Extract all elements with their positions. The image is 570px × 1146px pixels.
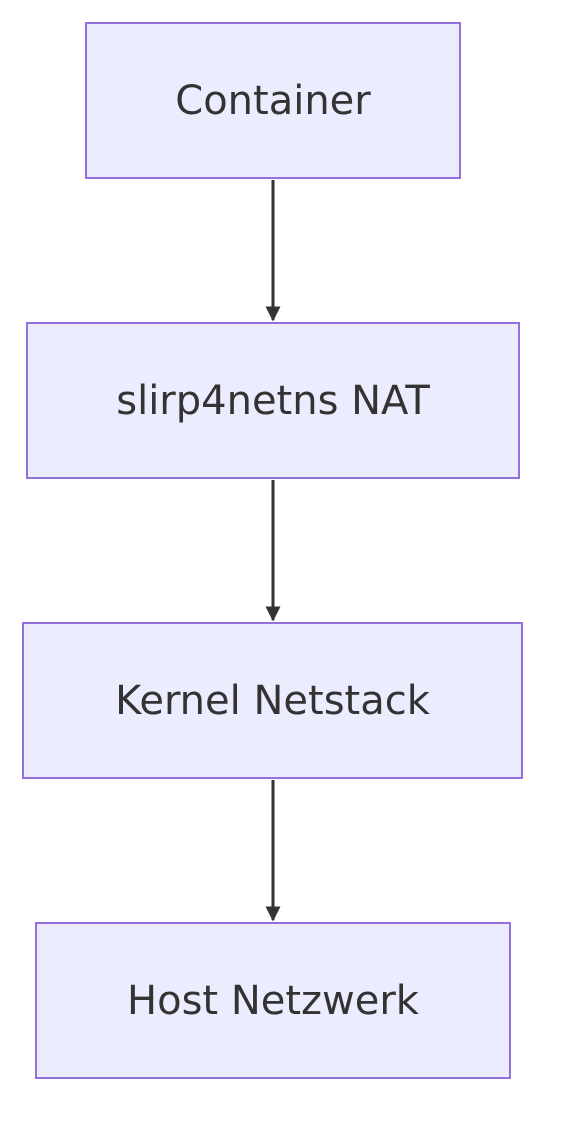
node-container-label: Container — [175, 77, 371, 124]
node-container: Container — [85, 22, 461, 179]
node-slirp4netns-nat: slirp4netns NAT — [26, 322, 520, 479]
node-kernel-netstack: Kernel Netstack — [22, 622, 523, 779]
node-host-netzwerk-label: Host Netzwerk — [127, 977, 419, 1024]
node-kernel-netstack-label: Kernel Netstack — [115, 677, 430, 724]
node-host-netzwerk: Host Netzwerk — [35, 922, 511, 1079]
node-slirp4netns-nat-label: slirp4netns NAT — [116, 377, 430, 424]
